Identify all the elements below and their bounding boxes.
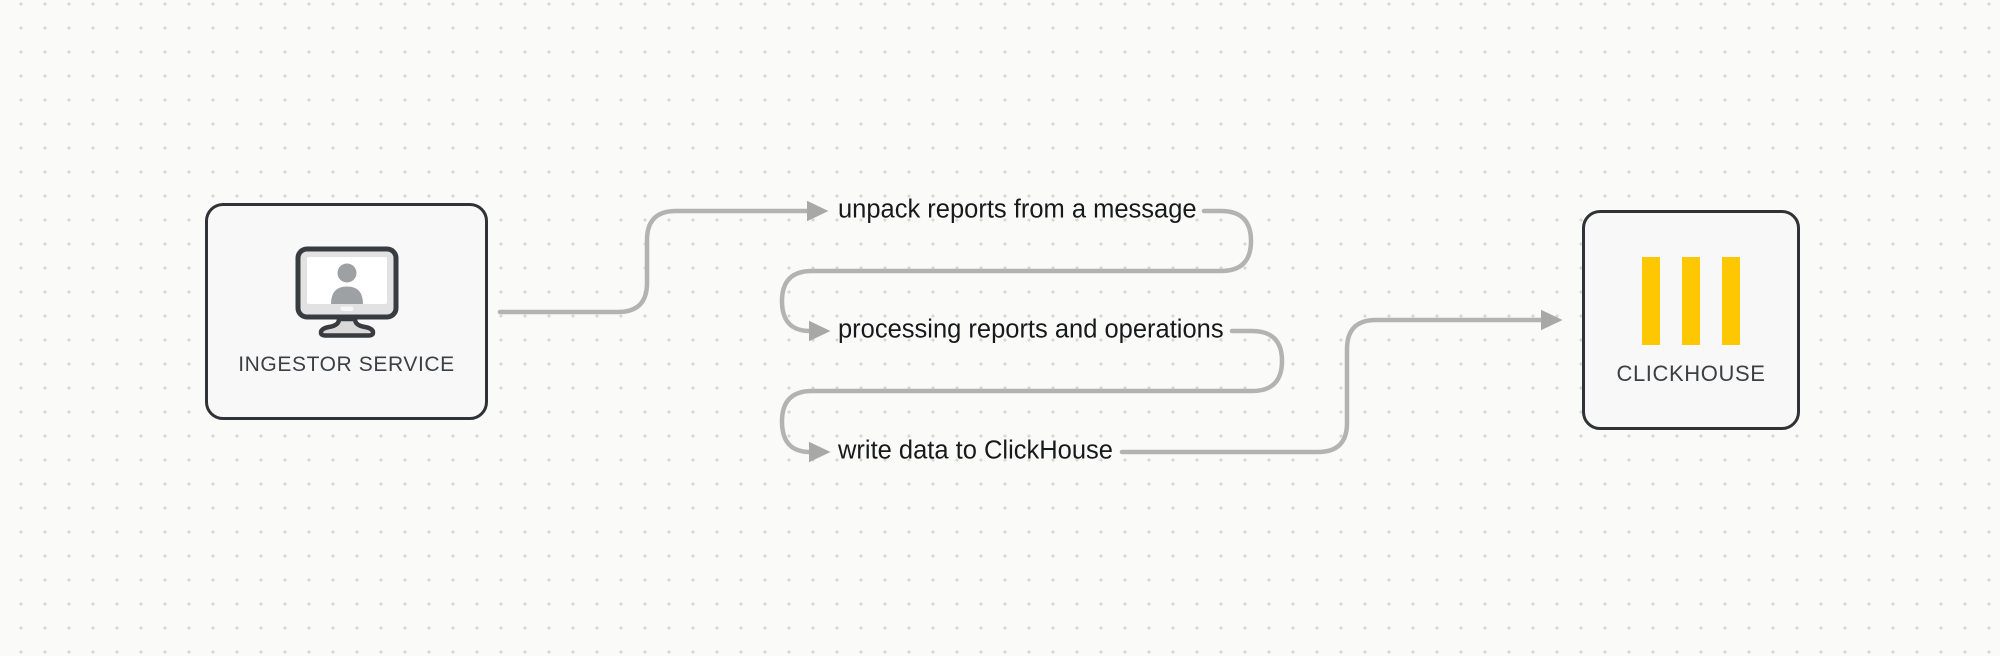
clickhouse-logo-icon xyxy=(1642,257,1740,345)
user-monitor-icon xyxy=(295,246,399,345)
logo-bar xyxy=(1722,257,1740,345)
connector-step2-to-step3 xyxy=(779,328,1285,463)
logo-bar xyxy=(1642,257,1660,345)
node-clickhouse: CLICKHOUSE xyxy=(1582,210,1800,430)
clickhouse-label: CLICKHOUSE xyxy=(1616,361,1766,386)
ingestor-service-label: INGESTOR SERVICE xyxy=(238,353,455,376)
step-label-write: write data to ClickHouse xyxy=(838,436,1113,465)
node-ingestor-service: INGESTOR SERVICE xyxy=(205,203,488,420)
logo-bar xyxy=(1682,257,1700,345)
connector-ingestor-to-step1 xyxy=(497,200,829,315)
connector-step1-to-step2 xyxy=(779,208,1254,342)
step-label-unpack: unpack reports from a message xyxy=(838,195,1197,224)
step-label-processing: processing reports and operations xyxy=(838,315,1224,344)
